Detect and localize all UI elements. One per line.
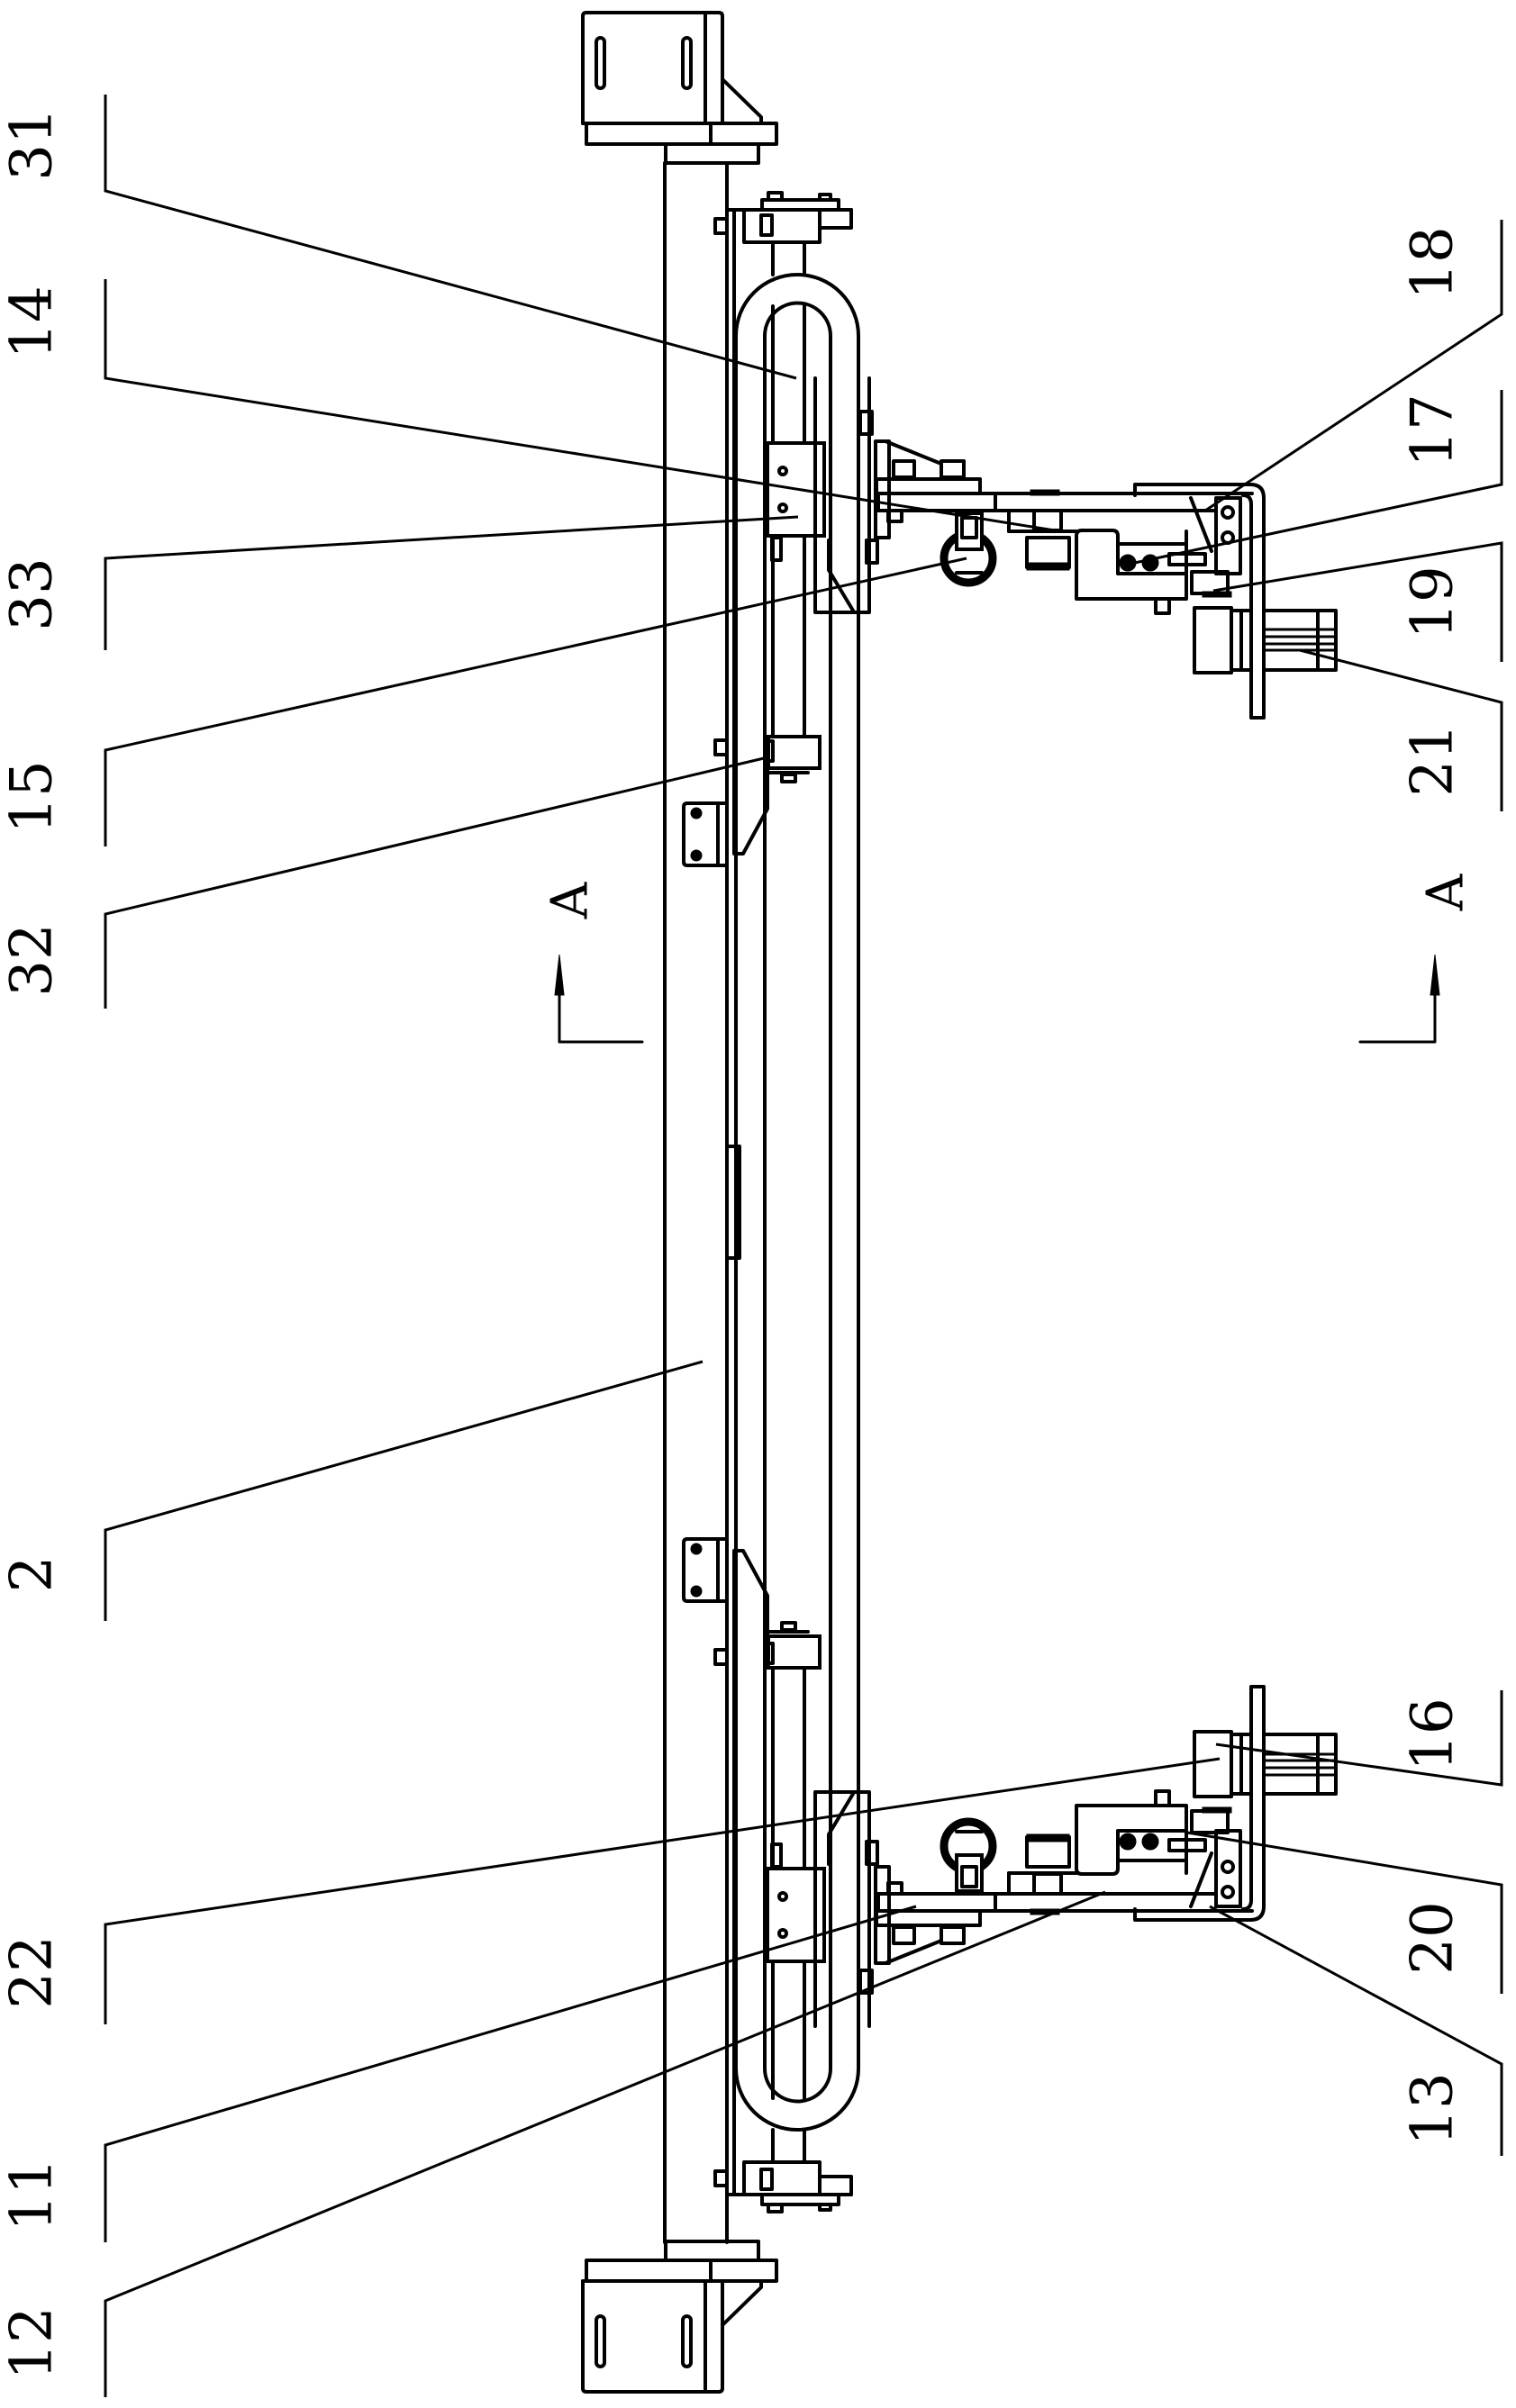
beam-center-plate: [725, 1145, 741, 1260]
drive-housing: [1075, 529, 1207, 615]
leader-line-13: [1209, 1905, 1503, 2156]
reference-numeral-17: 17: [1400, 394, 1466, 466]
leader-line-33: [104, 515, 799, 650]
arm-motor: [1025, 536, 1071, 571]
section-marker-right: [1358, 954, 1440, 1044]
reference-numeral-32: 32: [0, 923, 66, 996]
leader-line-32: [104, 756, 765, 1009]
end-bracket: [581, 11, 778, 165]
leader-line-12: [104, 1890, 1106, 2397]
leader-line-18: [1204, 220, 1503, 512]
slot-icon: [681, 36, 693, 90]
leader-line-20: [1186, 1831, 1503, 1994]
reference-numeral-14: 14: [0, 285, 66, 358]
top-end-block: [725, 191, 853, 276]
section-label-right: A: [1417, 874, 1475, 911]
reference-numeral-12: 12: [0, 2306, 66, 2379]
reference-numeral-13: 13: [1400, 2072, 1466, 2145]
reference-numeral-15: 15: [0, 760, 66, 833]
leader-line-15: [104, 557, 967, 846]
wheel: [940, 511, 997, 587]
section-label-left: A: [541, 882, 600, 919]
reference-numeral-19: 19: [1400, 566, 1466, 638]
reference-numeral-20: 20: [1400, 1901, 1466, 1974]
reference-numeral-16: 16: [1400, 1697, 1466, 1770]
leader-line-22: [104, 1757, 1221, 2024]
leader-line-21: [1299, 648, 1503, 811]
leader-line-19: [1212, 541, 1503, 662]
leader-line-11: [104, 1905, 917, 2242]
l-plate: [1133, 483, 1266, 720]
upper-assembly: [581, 11, 1338, 1204]
reference-numeral-22: 22: [0, 1935, 66, 2008]
reference-numeral-11: 11: [0, 2158, 66, 2231]
reference-numeral-21: 21: [1400, 723, 1466, 796]
leader-line-2: [104, 1360, 704, 1621]
leader-line-16: [1215, 1690, 1503, 1787]
reference-numeral-31: 31: [0, 107, 66, 180]
reference-numeral-2: 2: [0, 1556, 66, 1593]
reference-numeral-33: 33: [0, 557, 66, 630]
leader-lines: [104, 95, 1503, 2397]
leader-line-14: [104, 279, 1061, 533]
leader-line-31: [104, 95, 797, 380]
reference-numeral-18: 18: [1400, 226, 1466, 299]
motor: [1193, 606, 1338, 674]
section-marker-left: [554, 954, 644, 1044]
slot-icon: [595, 36, 606, 90]
beam: [663, 161, 741, 2244]
lower-end-block: [766, 735, 822, 783]
leader-line-17: [1130, 390, 1503, 566]
